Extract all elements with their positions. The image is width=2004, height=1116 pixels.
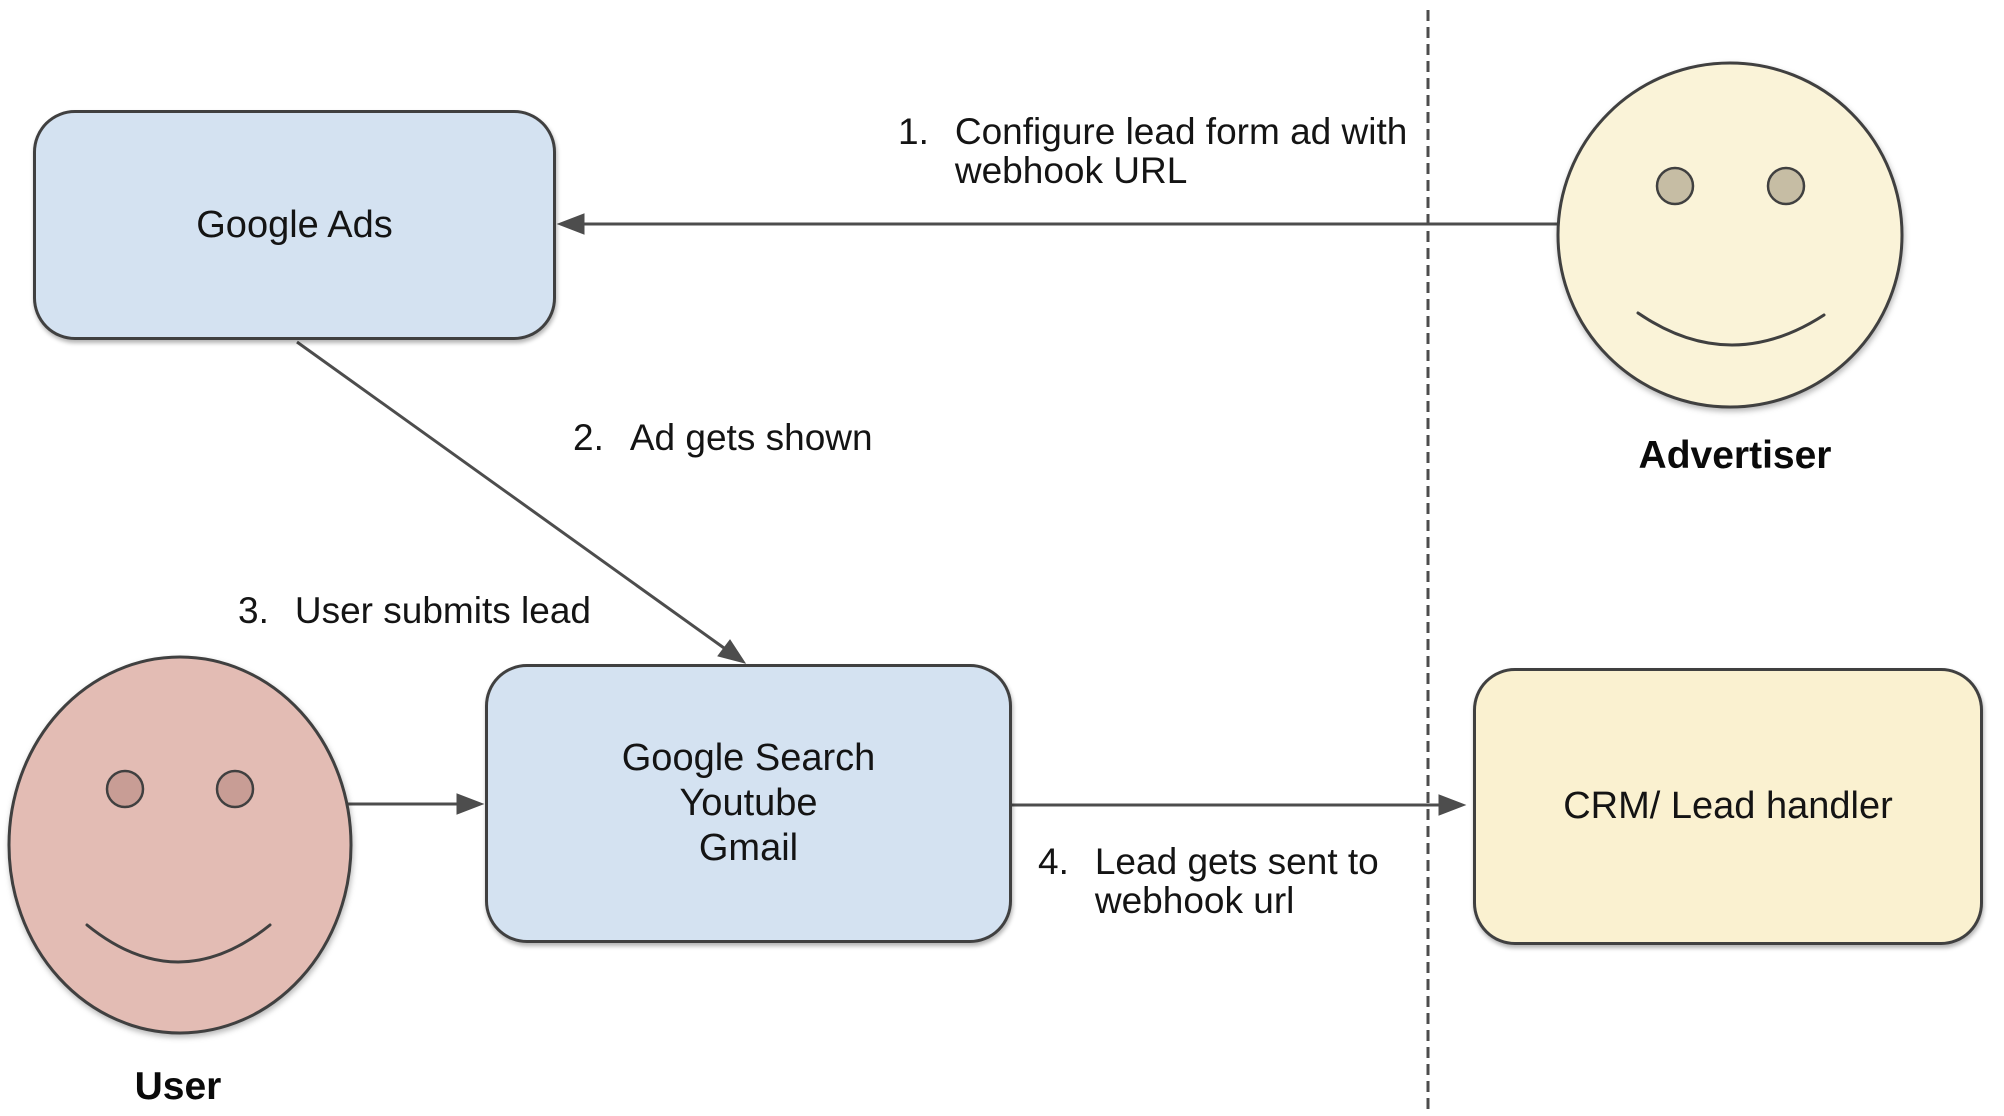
surface-line-youtube: Youtube <box>679 782 818 824</box>
step-3-number: 3. <box>238 590 269 631</box>
user-eye-left <box>105 769 145 809</box>
arrowhead-down-right-icon <box>717 639 747 664</box>
user-label: User <box>134 1065 222 1108</box>
step-4-number: 4. <box>1038 841 1069 882</box>
advertiser-smile <box>1636 311 1826 347</box>
surface-line-google-search: Google Search <box>621 737 876 779</box>
step-3-label: 3. User submits lead <box>238 591 591 630</box>
user-head <box>7 655 353 1035</box>
user-eye-right <box>215 769 255 809</box>
step-2-label: 2. Ad gets shown <box>573 418 873 457</box>
google-ads-node-label: Google Ads <box>196 203 393 246</box>
step-3-text: User submits lead <box>294 590 591 631</box>
advertiser-eye-right <box>1766 166 1806 206</box>
arrow-lead-sent-webhook <box>1012 794 1467 816</box>
google-surfaces-node-label: Google Search Youtube Gmail <box>622 736 876 871</box>
step-1-label: 1. Configure lead form ad with webhook U… <box>898 112 1407 190</box>
surface-line-gmail: Gmail <box>698 827 799 869</box>
step-1-text: Configure lead form ad with webhook URL <box>954 111 1408 191</box>
crm-node-label: CRM/ Lead handler <box>1563 785 1893 827</box>
step-1-number: 1. <box>898 111 929 152</box>
crm-lead-handler-node: CRM/ Lead handler <box>1473 668 1983 945</box>
user-face-icon <box>7 655 353 1035</box>
arrow-user-submits-lead <box>348 793 485 815</box>
step-2-text: Ad gets shown <box>629 417 873 458</box>
step-4-text: Lead gets sent to webhook url <box>1094 841 1379 921</box>
google-surfaces-node: Google Search Youtube Gmail <box>485 664 1012 943</box>
user-smile <box>85 923 272 964</box>
arrowhead-right-icon <box>456 793 485 815</box>
advertiser-face-icon <box>1556 61 1904 409</box>
arrow-configure-lead-form <box>556 213 1558 235</box>
advertiser-label: Advertiser <box>1638 434 1832 477</box>
arrowhead-right-icon <box>1438 794 1467 816</box>
step-2-number: 2. <box>573 417 604 458</box>
arrow-ad-gets-shown <box>296 340 747 664</box>
google-ads-node: Google Ads <box>33 110 556 340</box>
advertiser-eye-left <box>1655 166 1695 206</box>
step-4-label: 4. Lead gets sent to webhook url <box>1038 842 1379 920</box>
advertiser-head <box>1556 61 1904 409</box>
arrowhead-left-icon <box>556 213 585 235</box>
